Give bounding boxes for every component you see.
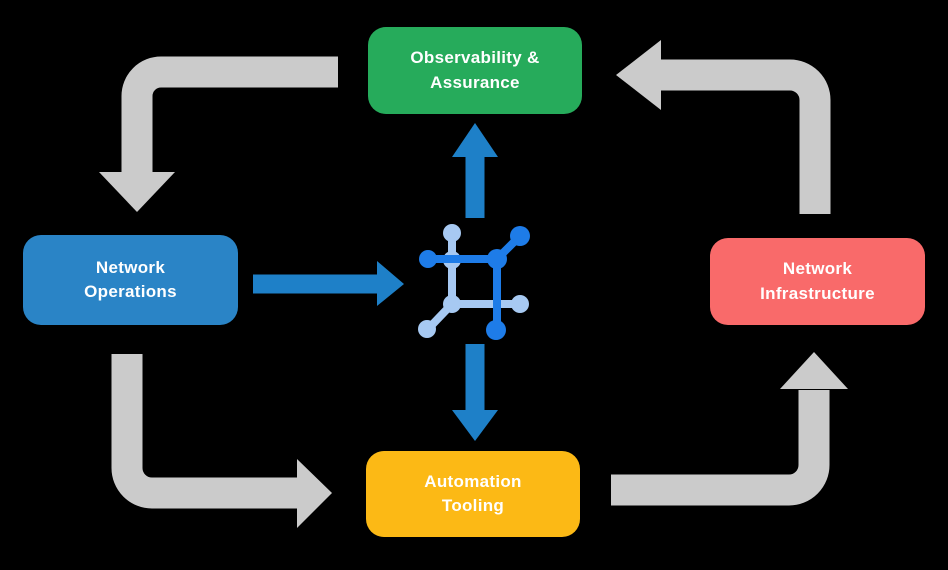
arrow-head-right (297, 459, 332, 528)
arrow-head-down (99, 172, 175, 212)
arrow-head-right (377, 261, 404, 306)
icon-node-left (419, 250, 437, 268)
arrow-head-up (780, 352, 848, 389)
arrow-tooling-to-infrastructure (611, 352, 848, 506)
node-label-line2: Operations (84, 282, 177, 301)
icon-node-top (443, 224, 461, 242)
node-network-operations: Network Operations (23, 235, 238, 325)
icon-node-bottom (486, 320, 506, 340)
network-mesh-icon (418, 224, 530, 340)
node-automation-tooling: Automation Tooling (366, 451, 580, 537)
node-label-line2: Infrastructure (760, 283, 875, 303)
arrow-shaft (121, 56, 338, 173)
arrow-head-left (616, 40, 661, 110)
node-label-line1: Automation (424, 471, 522, 491)
icon-junction-bottom-left (443, 295, 461, 313)
icon-node-top-right (510, 226, 530, 246)
node-label-line1: Network (782, 259, 853, 279)
icon-node-right (511, 295, 529, 313)
arrow-head-up (452, 123, 498, 157)
arrow-center-to-observability (452, 123, 498, 218)
icon-junction-top-right (487, 249, 507, 269)
arrow-shaft (611, 390, 830, 506)
arrow-head-down (452, 410, 498, 441)
arrow-observability-to-operations (99, 56, 338, 212)
icon-node-bottom-left (418, 320, 436, 338)
node-label-line2: Tooling (441, 496, 505, 515)
node-label-line1: Network (95, 257, 166, 277)
node-network-infrastructure: Network Infrastructure (710, 238, 925, 325)
arrow-center-to-tooling (452, 344, 498, 441)
node-label-line1: Observability & (410, 48, 540, 68)
node-label-line2: Assurance (430, 72, 520, 92)
arrow-infrastructure-to-observability (616, 40, 831, 214)
arrow-operations-to-center (253, 261, 404, 306)
arrow-operations-to-tooling (111, 354, 332, 528)
arrow-shaft (661, 59, 831, 214)
node-observability-assurance: Observability & Assurance (368, 27, 582, 114)
arrow-shaft (111, 354, 297, 509)
